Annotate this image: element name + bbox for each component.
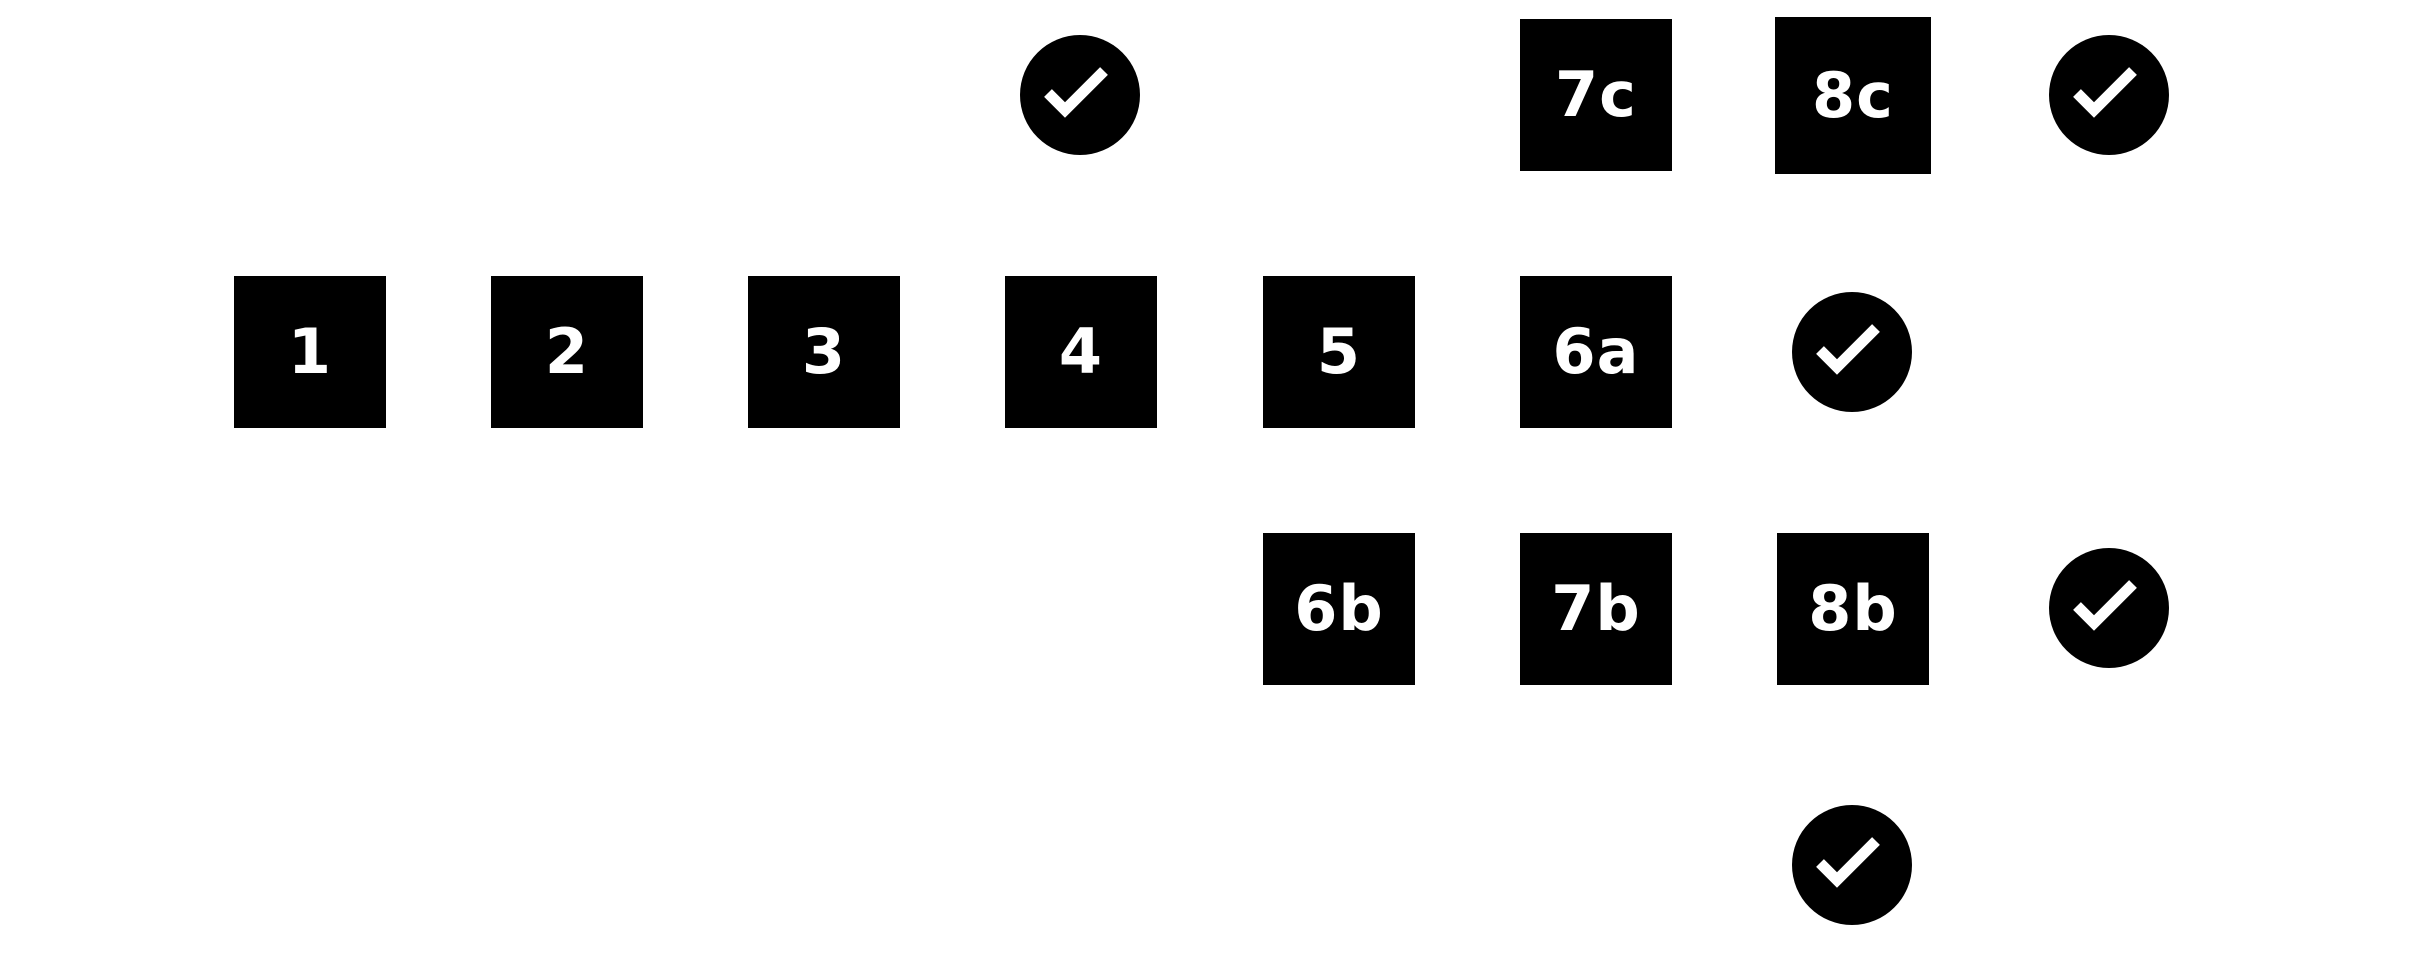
step-box-6a[interactable]: 6a <box>1520 276 1672 428</box>
checkmark-glyph <box>2073 580 2137 631</box>
step-box-8b[interactable]: 8b <box>1777 533 1929 685</box>
checkmark-glyph <box>1816 837 1880 888</box>
step-box-7c[interactable]: 7c <box>1520 19 1672 171</box>
step-label-2: 2 <box>544 315 590 388</box>
checkmark-icon[interactable] <box>1792 805 1912 925</box>
checkmark-icon[interactable] <box>2049 548 2169 668</box>
step-box-2[interactable]: 2 <box>491 276 643 428</box>
step-box-7b[interactable]: 7b <box>1520 533 1672 685</box>
checkmark-icon[interactable] <box>2049 35 2169 155</box>
step-box-4[interactable]: 4 <box>1005 276 1157 428</box>
step-label-8c: 8c <box>1812 58 1894 132</box>
step-label-4: 4 <box>1058 315 1104 388</box>
step-label-6b: 6b <box>1294 572 1384 645</box>
step-label-8b: 8b <box>1808 572 1898 645</box>
checkmark-glyph <box>1816 324 1880 375</box>
step-label-1: 1 <box>287 315 333 388</box>
step-label-6a: 6a <box>1552 315 1640 388</box>
checkmark-glyph <box>2073 67 2137 118</box>
step-label-5: 5 <box>1316 315 1362 388</box>
step-box-5[interactable]: 5 <box>1263 276 1415 428</box>
step-box-6b[interactable]: 6b <box>1263 533 1415 685</box>
checkmark-glyph <box>1044 67 1108 118</box>
checkmark-icon[interactable] <box>1792 292 1912 412</box>
step-label-7b: 7b <box>1551 572 1641 645</box>
checkmark-icon[interactable] <box>1020 35 1140 155</box>
step-label-3: 3 <box>801 315 847 388</box>
step-box-1[interactable]: 1 <box>234 276 386 428</box>
step-box-8c[interactable]: 8c <box>1775 17 1931 174</box>
step-box-3[interactable]: 3 <box>748 276 900 428</box>
step-label-7c: 7c <box>1555 58 1637 131</box>
